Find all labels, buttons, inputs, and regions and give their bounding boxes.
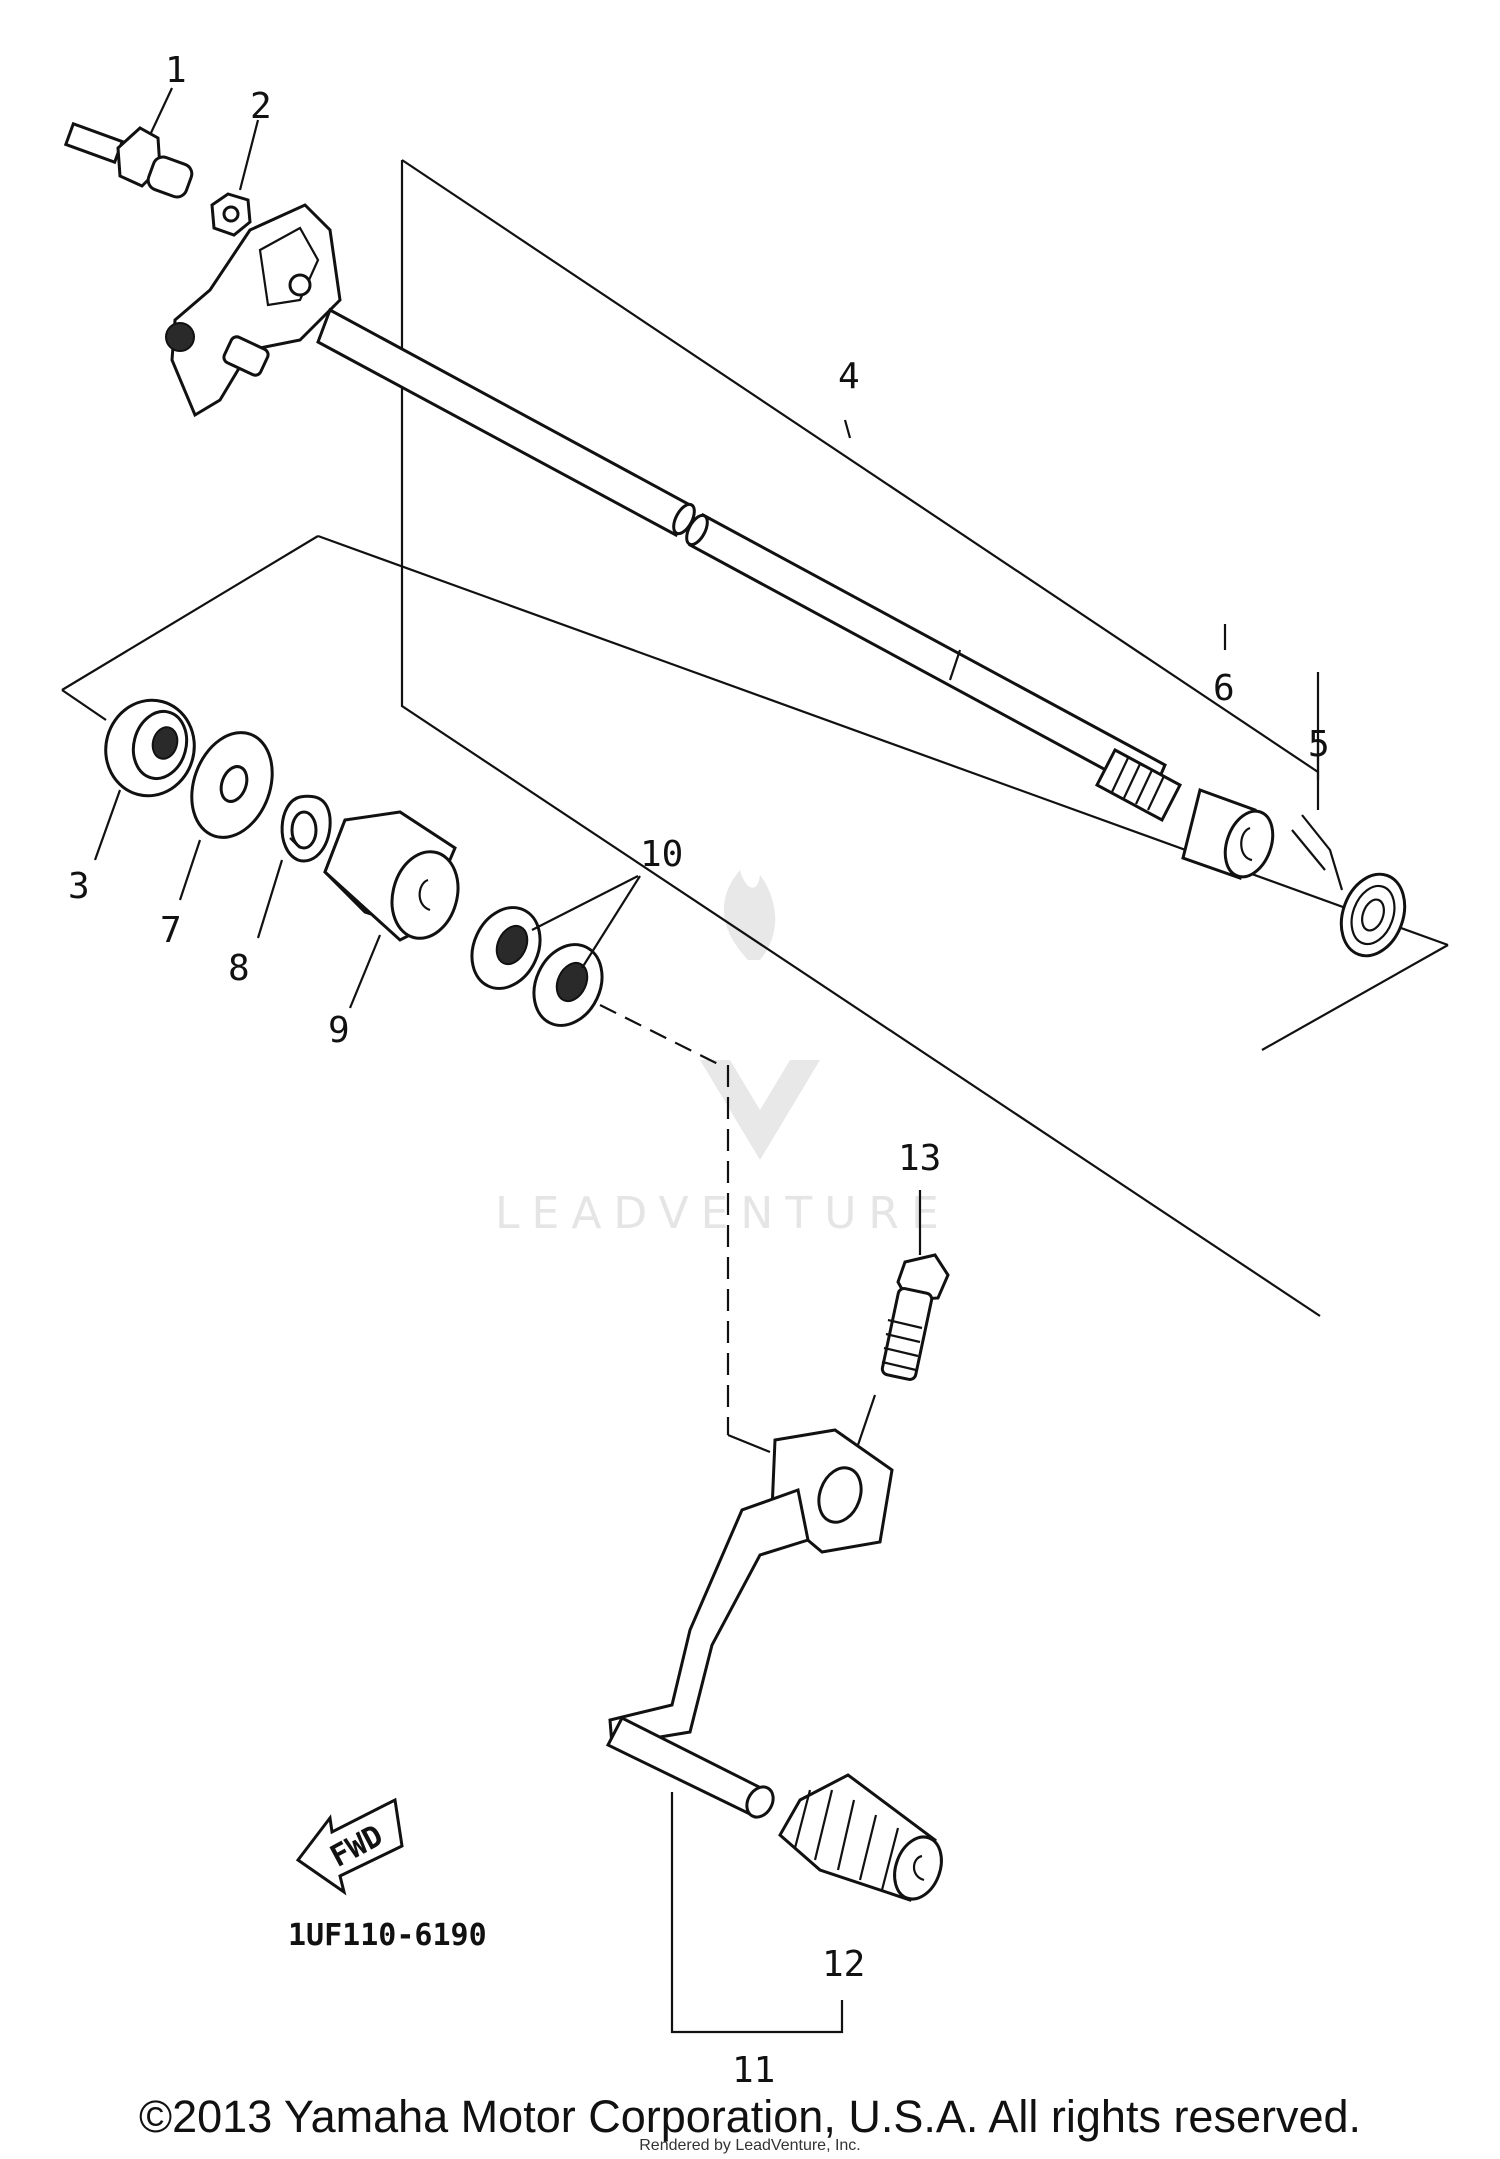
label-12: 12 <box>822 1944 865 1985</box>
part-labels: 1 2 3 4 5 6 7 8 9 10 11 12 13 <box>68 50 1330 2091</box>
part-3-oil-seal <box>93 698 196 861</box>
label-9: 9 <box>328 1010 350 1051</box>
part-6-collar <box>1181 788 1275 880</box>
part-11-shift-pedal <box>605 1428 894 2034</box>
label-10: 10 <box>640 834 683 875</box>
label-4: 4 <box>838 356 860 397</box>
part-10-seals <box>470 875 641 1027</box>
part-4-shift-shaft <box>165 203 1183 823</box>
label-11: 11 <box>732 2050 775 2091</box>
part-5-return-spring <box>1291 740 1407 958</box>
part-9-bushing <box>323 810 460 1009</box>
watermark-text: LEADVENTURE <box>495 1188 951 1239</box>
label-5: 5 <box>1308 724 1330 765</box>
fwd-arrow-icon: FWD <box>295 1797 404 1896</box>
flame-logo-icon <box>723 870 776 960</box>
label-6: 6 <box>1213 668 1235 709</box>
part-7-washer <box>178 731 274 901</box>
part-12-pedal-rubber <box>778 1773 943 1902</box>
label-2: 2 <box>250 86 272 127</box>
label-13: 13 <box>898 1138 941 1179</box>
diagram-code: 1UF110-6190 <box>288 1918 487 1953</box>
part-2-nut <box>210 119 260 237</box>
lower-assembly-outline <box>61 534 1449 1051</box>
leadventure-watermark: LEADVENTURE <box>495 870 951 1239</box>
label-7: 7 <box>160 910 182 951</box>
label-1: 1 <box>165 50 187 91</box>
part-13-pinch-bolt <box>856 1190 950 1446</box>
label-8: 8 <box>228 948 250 989</box>
part-1-bolt <box>63 87 194 199</box>
copyright-notice: ©2013 Yamaha Motor Corporation, U.S.A. A… <box>139 2091 1361 2142</box>
part-8-circlip <box>256 794 332 939</box>
pedal-centerline <box>599 1004 771 1454</box>
label-3: 3 <box>68 866 90 907</box>
rendered-by-notice: Rendered by LeadVenture, Inc. <box>639 2137 861 2154</box>
v-logo-icon <box>700 1060 820 1160</box>
upper-assembly-outline <box>400 159 1321 1317</box>
